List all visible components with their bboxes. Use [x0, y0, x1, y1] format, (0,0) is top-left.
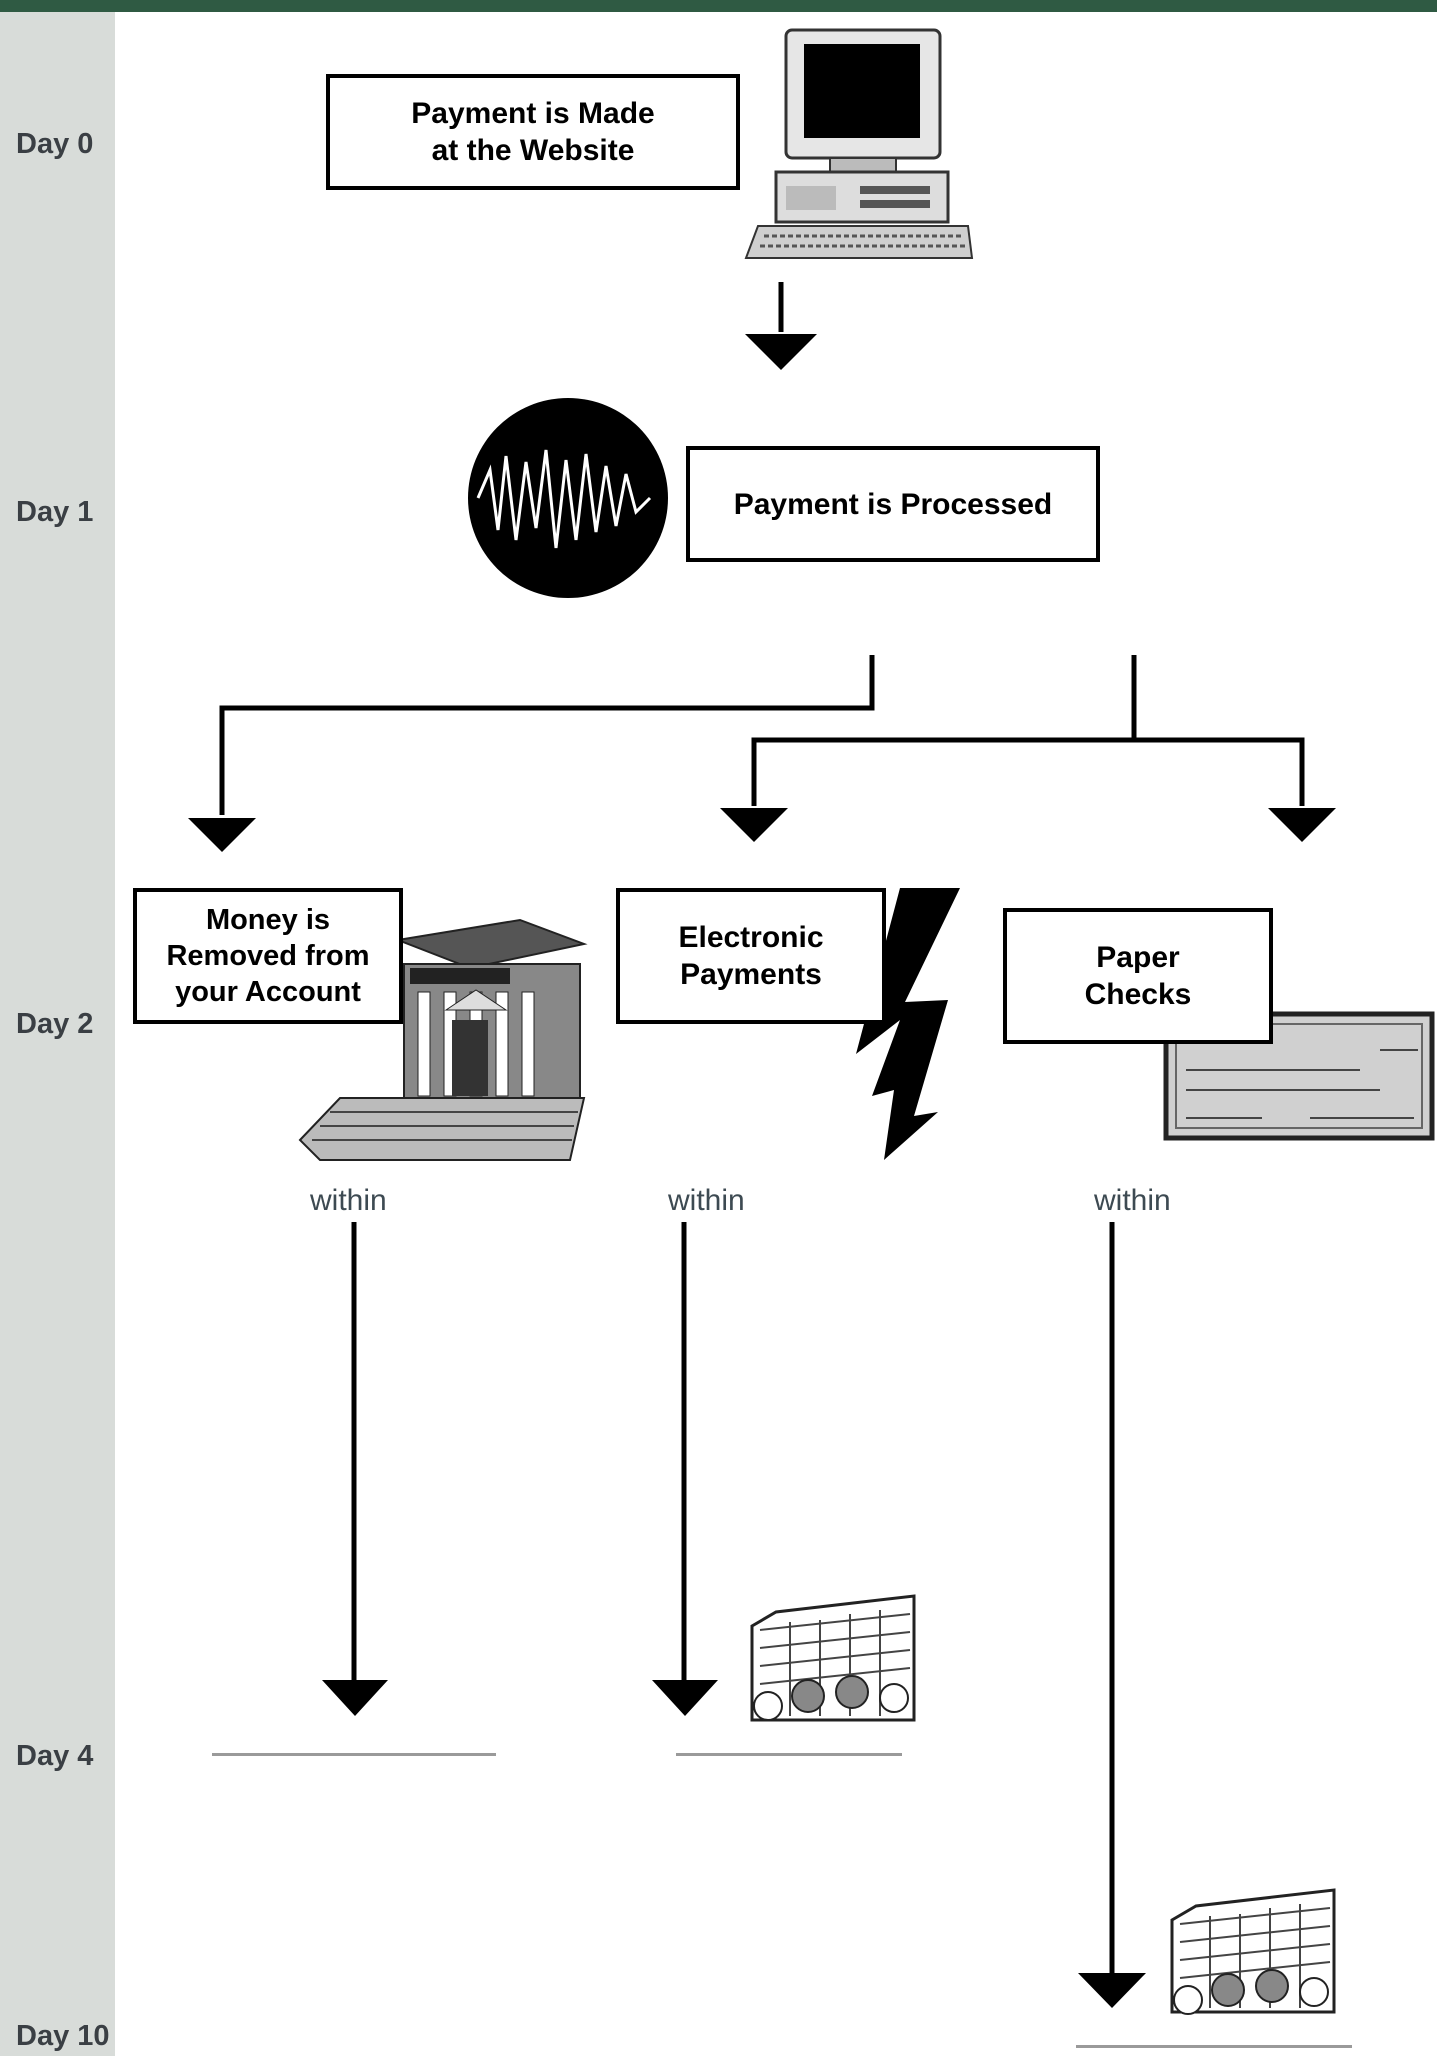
computer-icon	[744, 28, 974, 259]
office-building-icon-paper	[1170, 1888, 1336, 2015]
header-bar	[0, 0, 1437, 12]
day-label-4: Day 4	[16, 1740, 94, 1772]
bank-icon	[298, 918, 588, 1161]
within-money-label: within	[310, 1184, 387, 1217]
day4-money-line	[212, 1753, 496, 1756]
within-electronic-label: within	[668, 1184, 745, 1217]
arrow-processed-to-money	[188, 655, 875, 852]
money-removed-box: Money is Removed from your Account	[133, 888, 403, 1024]
day-label-2: Day 2	[16, 1008, 94, 1040]
payment-processed-box: Payment is Processed	[686, 446, 1100, 562]
arrow-made-to-processed	[745, 282, 817, 370]
paper-checks-box: Paper Checks	[1003, 908, 1273, 1044]
timeline-column	[0, 12, 115, 2056]
waveform-icon	[468, 398, 668, 598]
arrow-paper-to-day10	[1078, 1222, 1146, 2008]
office-building-icon	[750, 1594, 916, 1722]
payment-made-box: Payment is Made at the Website	[326, 74, 740, 190]
arrow-money-to-day4	[322, 1222, 388, 1716]
within-paper-label: within	[1094, 1184, 1171, 1217]
electronic-payments-box: Electronic Payments	[616, 888, 886, 1024]
day10-paper-line	[1076, 2045, 1352, 2048]
arrow-processed-to-electronic-paper	[720, 655, 1336, 842]
day-label-1: Day 1	[16, 496, 94, 528]
day4-electronic-line	[676, 1753, 902, 1756]
arrow-electronic-to-day4	[652, 1222, 718, 1716]
day-label-0: Day 0	[16, 128, 94, 160]
day-label-10: Day 10	[16, 2020, 110, 2052]
